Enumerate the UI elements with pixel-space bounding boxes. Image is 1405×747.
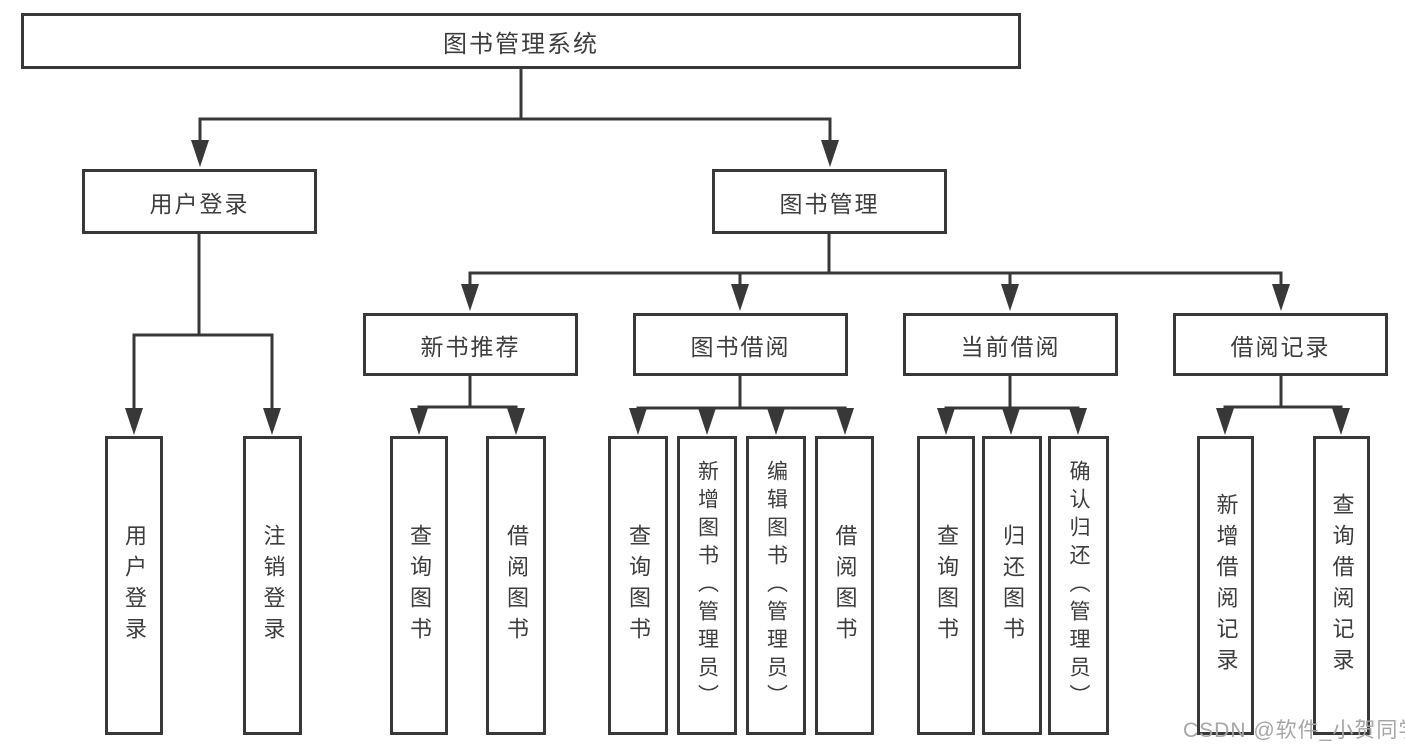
- arrowhead-icon: [125, 408, 281, 435]
- leaf-query-books-current: 查询图书: [917, 436, 975, 735]
- node-label: 新书推荐: [420, 333, 521, 360]
- node-label: 图书管理系统: [443, 30, 599, 58]
- edges-borrowing-records-subtree: [1216, 375, 1350, 435]
- node-label: 编辑图书（管理员）: [764, 459, 788, 712]
- arrowhead-icon: [1216, 408, 1350, 435]
- node-label: 新增借阅记录: [1213, 492, 1239, 679]
- node-label: 图书管理: [779, 190, 880, 217]
- node-label: 查询图书: [934, 523, 959, 648]
- node-label: 当前借阅: [960, 333, 1061, 360]
- leaf-logout: 注销登录: [243, 436, 302, 735]
- csdn-watermark: CSDN @软件_小贺同学: [1183, 719, 1405, 742]
- edges-book-management-to-level3: [461, 233, 1290, 311]
- leaf-add-borrow-record: 新增借阅记录: [1197, 436, 1254, 735]
- node-user-login: 用户登录: [82, 169, 317, 234]
- edges-user-login-subtree: [125, 233, 281, 435]
- edge-borrowing-records-branch: [1223, 375, 1343, 418]
- edge-book-management-branch: [468, 233, 1283, 294]
- arrowhead-icon: [191, 140, 839, 167]
- node-book-management: 图书管理: [712, 169, 947, 234]
- edge-root-branch: [198, 68, 832, 150]
- node-label: 确认归还（管理员）: [1067, 459, 1090, 712]
- leaf-borrow-books: 借阅图书: [815, 436, 874, 735]
- leaf-query-books-recommend: 查询图书: [390, 436, 448, 735]
- node-label: 借阅图书: [504, 523, 529, 648]
- node-label: 归还图书: [1000, 523, 1025, 648]
- edges-new-book-recommend-subtree: [410, 375, 525, 435]
- leaf-user-login: 用户登录: [105, 436, 163, 735]
- node-label: 查询借阅记录: [1329, 492, 1355, 679]
- node-label: 用户登录: [122, 523, 147, 648]
- node-borrowing-records: 借阅记录: [1173, 313, 1388, 376]
- edge-book-borrowing-branch: [636, 375, 847, 418]
- node-label: 注销登录: [260, 523, 286, 648]
- node-label: 新增图书（管理员）: [695, 459, 719, 712]
- arrowhead-icon: [461, 284, 1290, 311]
- node-label: 图书借阅: [690, 333, 791, 360]
- node-label: 查询图书: [626, 523, 651, 648]
- node-label: 用户登录: [149, 190, 250, 217]
- node-new-book-recommend: 新书推荐: [363, 313, 578, 376]
- node-current-borrowing: 当前借阅: [903, 313, 1118, 376]
- node-label: 借阅记录: [1230, 333, 1331, 360]
- leaf-query-books-borrowing: 查询图书: [608, 436, 668, 735]
- node-book-borrowing: 图书借阅: [633, 313, 848, 376]
- arrowhead-icon: [937, 408, 1087, 435]
- edge-user-login-branch: [132, 233, 274, 418]
- node-root: 图书管理系统: [21, 13, 1021, 69]
- node-label: 借阅图书: [832, 523, 858, 648]
- leaf-return-books: 归还图书: [982, 436, 1042, 735]
- leaf-borrow-books-recommend: 借阅图书: [486, 436, 546, 735]
- arrowhead-icon: [410, 408, 525, 435]
- edges-current-borrowing-subtree: [937, 375, 1087, 435]
- leaf-edit-books-admin: 编辑图书（管理员）: [746, 436, 806, 735]
- leaf-query-borrow-record: 查询借阅记录: [1313, 436, 1370, 735]
- leaf-add-books-admin: 新增图书（管理员）: [677, 436, 737, 735]
- edge-new-book-recommend-branch: [417, 375, 518, 418]
- leaf-confirm-return-admin: 确认归还（管理员）: [1048, 436, 1109, 735]
- edges-book-borrowing-subtree: [629, 375, 854, 435]
- arrowhead-icon: [629, 408, 854, 435]
- node-label: 查询图书: [407, 523, 432, 648]
- edges-root-to-level2: [191, 68, 839, 167]
